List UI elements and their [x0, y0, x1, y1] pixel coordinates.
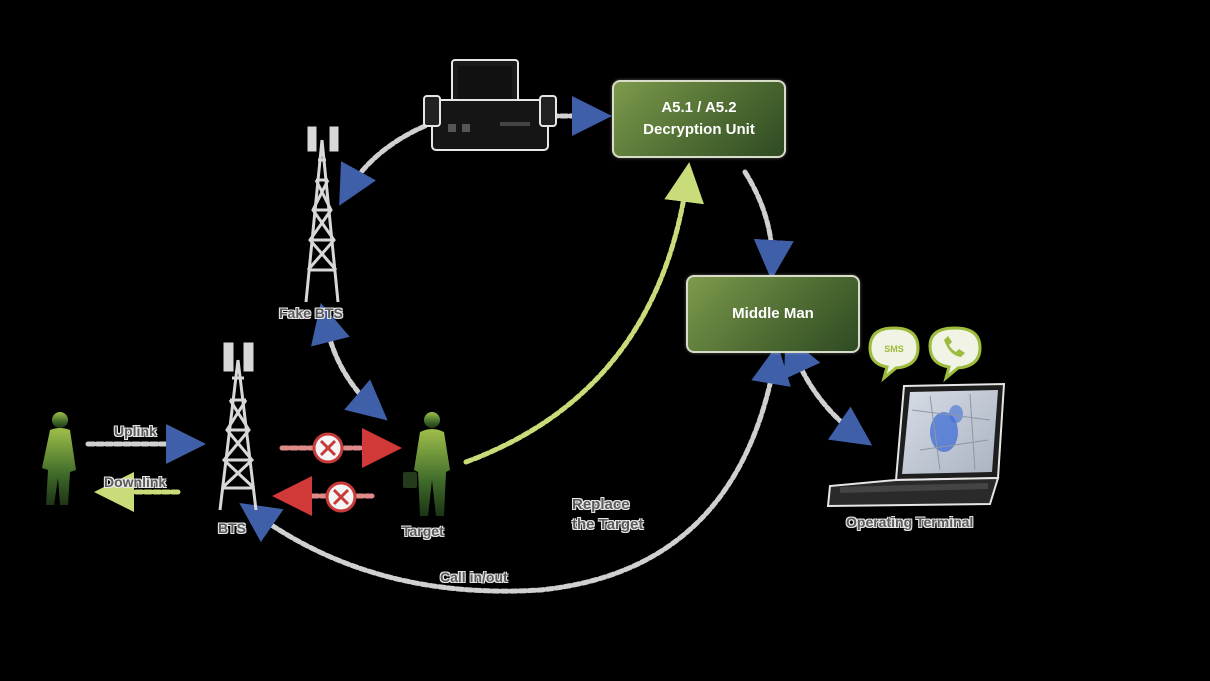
decryption-unit-node: A5.1 / A5.2 Decryption Unit: [612, 80, 786, 158]
target-person-icon: [403, 412, 450, 516]
target-label: Target: [402, 523, 444, 539]
decryption-unit-subtitle: Decryption Unit: [643, 121, 755, 138]
decryption-unit-title: A5.1 / A5.2: [661, 99, 737, 116]
arrow-middle-man-to-terminal: [783, 334, 873, 446]
fake-bts-label: Fake BTS: [279, 305, 343, 321]
interception-device-icon: [423, 59, 557, 151]
fake-bts-tower-icon: [304, 126, 340, 303]
blocked-icon: [312, 432, 344, 464]
arrow-call-in-out: [239, 344, 791, 594]
arrow-target-to-decryption: [463, 162, 705, 465]
operating-terminal-label: Operating Terminal: [846, 514, 974, 530]
replace-target-label: Replace the Target: [572, 495, 643, 535]
uplink-label: Uplink: [114, 423, 157, 439]
arrow-fake-bts-to-target: [311, 302, 388, 421]
connectors: [85, 96, 873, 594]
downlink-label: Downlink: [104, 474, 167, 490]
bts-tower-icon: [218, 342, 258, 511]
middle-man-node: Middle Man: [686, 275, 860, 353]
sms-bubble-text: SMS: [884, 344, 904, 354]
call-in-out-label: Call in/out: [440, 569, 508, 585]
middle-man-label: Middle Man: [732, 305, 814, 322]
call-bubble-icon: [928, 326, 982, 383]
arrow-device-to-fake-bts: [339, 123, 428, 206]
laptop-icon: [826, 382, 1006, 508]
replace-target-line2: the Target: [572, 516, 644, 533]
blocked-icon: [325, 481, 357, 513]
arrow-decryption-to-middle-man: [742, 169, 794, 280]
bts-label: BTS: [218, 520, 246, 536]
sms-bubble-icon: SMS: [868, 326, 920, 383]
mobile-user-icon: [42, 412, 76, 505]
replace-target-line1: Replace: [572, 496, 630, 513]
